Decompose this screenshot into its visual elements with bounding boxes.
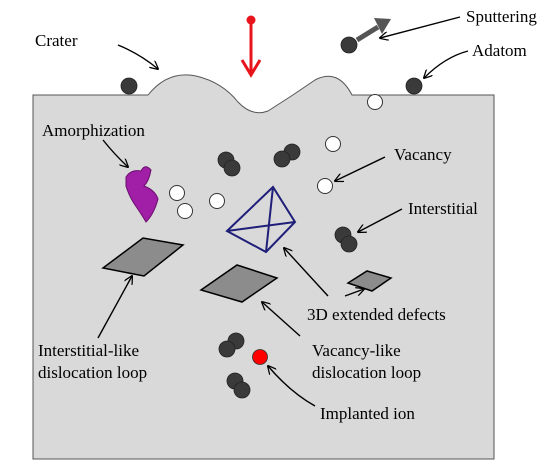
leader-adatom xyxy=(424,50,469,78)
leader-3d-tetra xyxy=(284,248,329,297)
label-sputtering: Sputtering xyxy=(466,7,537,26)
label-interstitial-loop-1: Interstitial-like xyxy=(38,341,139,360)
leader-vacancy xyxy=(335,156,386,181)
vacancy-site xyxy=(367,94,383,110)
leader-interstitial xyxy=(358,208,403,232)
interstitial-dislocation-loop xyxy=(101,237,185,277)
leader-vacancy-loop xyxy=(262,302,301,337)
vacancy-site xyxy=(317,178,333,194)
tetrahedron-defect xyxy=(225,185,297,254)
vacancies xyxy=(169,94,383,219)
label-vacancy-loop-1: Vacancy-like xyxy=(312,341,401,360)
sputtered-atom xyxy=(340,18,391,54)
leader-interstitial-loop xyxy=(97,276,132,339)
label-3d-extended-defects: 3D extended defects xyxy=(307,305,446,324)
label-interstitial-loop-2: dislocation loop xyxy=(38,363,147,382)
leader-sputtering xyxy=(380,16,461,38)
leader-3d-loop xyxy=(344,289,364,297)
interstitial-atom xyxy=(273,150,291,168)
amorphous-region xyxy=(125,166,159,223)
interstitial-atom xyxy=(218,340,236,358)
label-implanted-ion: Implanted ion xyxy=(320,404,415,423)
adatom-right xyxy=(405,77,423,95)
leader-crater xyxy=(117,44,158,69)
label-adatom: Adatom xyxy=(472,41,527,60)
vacancy-site xyxy=(169,185,185,201)
interstitial-atom xyxy=(340,235,358,253)
vacancy-site xyxy=(325,136,341,152)
implanted-ion xyxy=(252,349,268,365)
vacancy-site xyxy=(209,193,225,209)
incident-ion xyxy=(240,15,262,78)
label-interstitial: Interstitial xyxy=(408,199,478,218)
interstitials xyxy=(217,143,358,399)
vacancy-site xyxy=(177,203,193,219)
label-vacancy: Vacancy xyxy=(394,145,452,164)
interstitial-atom xyxy=(223,159,241,177)
interstitial-atom xyxy=(233,381,251,399)
leader-lines xyxy=(97,16,469,407)
vacancy-dislocation-loop xyxy=(199,264,279,303)
label-vacancy-loop-2: dislocation loop xyxy=(312,363,421,382)
adatom-left xyxy=(120,77,138,95)
label-crater: Crater xyxy=(35,31,78,50)
leader-implanted-ion xyxy=(268,366,316,407)
label-amorphization: Amorphization xyxy=(42,121,145,140)
leader-amorphization xyxy=(102,139,128,167)
